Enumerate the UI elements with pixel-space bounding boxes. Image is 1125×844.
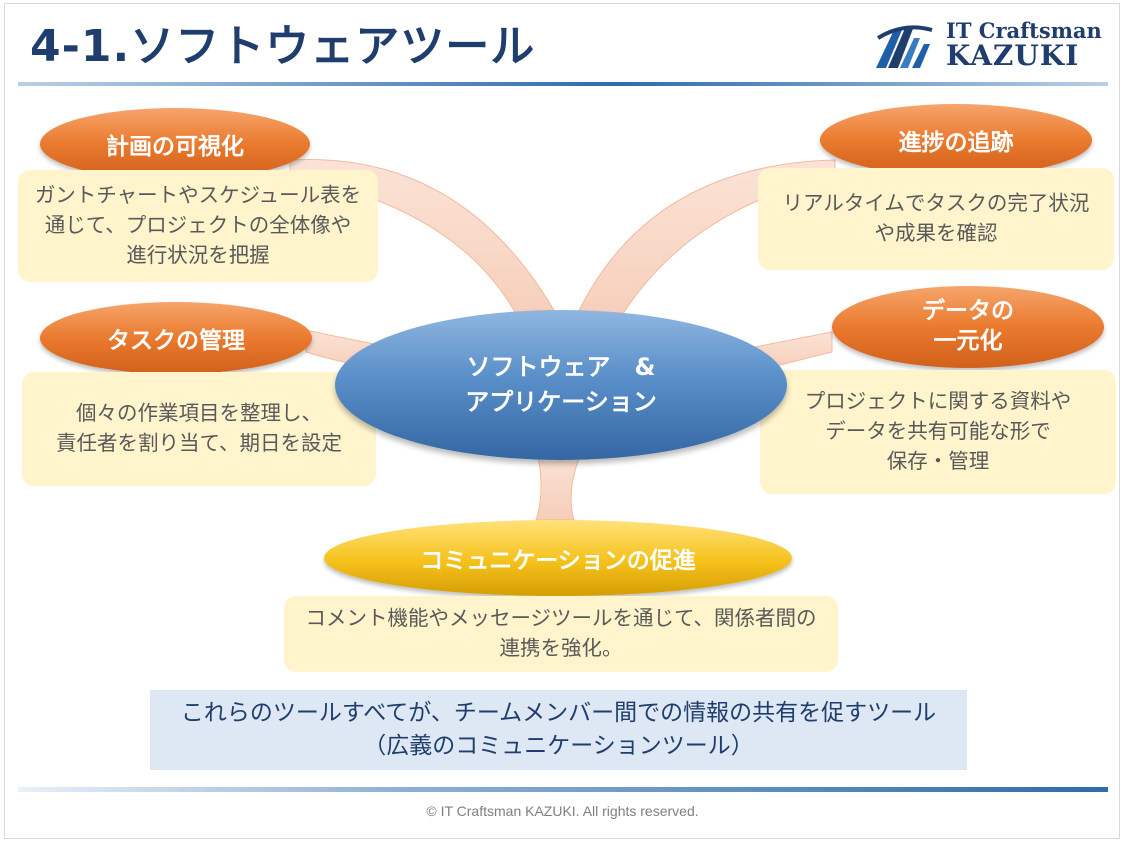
node-comm-text: コメント機能やメッセージツールを通じて、関係者間の 連携を強化。 [284,596,838,672]
slide-frame [4,3,1120,839]
slide-title: 4-1.ソフトウェアツール [30,21,536,72]
summary-box: これらのツールすべてが、チームメンバー間での情報の共有を促すツール （広義のコミ… [150,690,967,770]
logo-mark-icon [876,25,933,68]
connector-comm [535,455,581,521]
node-comm-label: コミュニケーションの促進 [324,520,792,596]
node-task-text: 個々の作業項目を整理し、 責任者を割り当て、期日を設定 [22,372,376,486]
center-node: ソフトウェア & アプリケーション [335,310,787,460]
company-logo: IT Craftsman KAZUKI [874,18,1102,72]
header-divider [18,82,1108,86]
logo-text-line1: IT Craftsman [946,18,1102,43]
node-task-label: タスクの管理 [40,302,312,374]
node-progress-label: 進捗の追跡 [820,104,1092,176]
node-data-label: データの 一元化 [832,286,1104,368]
footer-divider [18,787,1108,792]
node-plan-text: ガントチャートやスケジュール表を 通じて、プロジェクトの全体像や 進行状況を把握 [18,170,378,282]
node-plan-label: 計画の可視化 [40,108,310,180]
copyright-footer: © IT Craftsman KAZUKI. All rights reserv… [426,803,699,819]
node-data-text: プロジェクトに関する資料や データを共有可能な形で 保存・管理 [760,370,1116,494]
node-progress-text: リアルタイムでタスクの完了状況 や成果を確認 [758,168,1114,270]
logo-text-line2: KAZUKI [946,39,1080,72]
